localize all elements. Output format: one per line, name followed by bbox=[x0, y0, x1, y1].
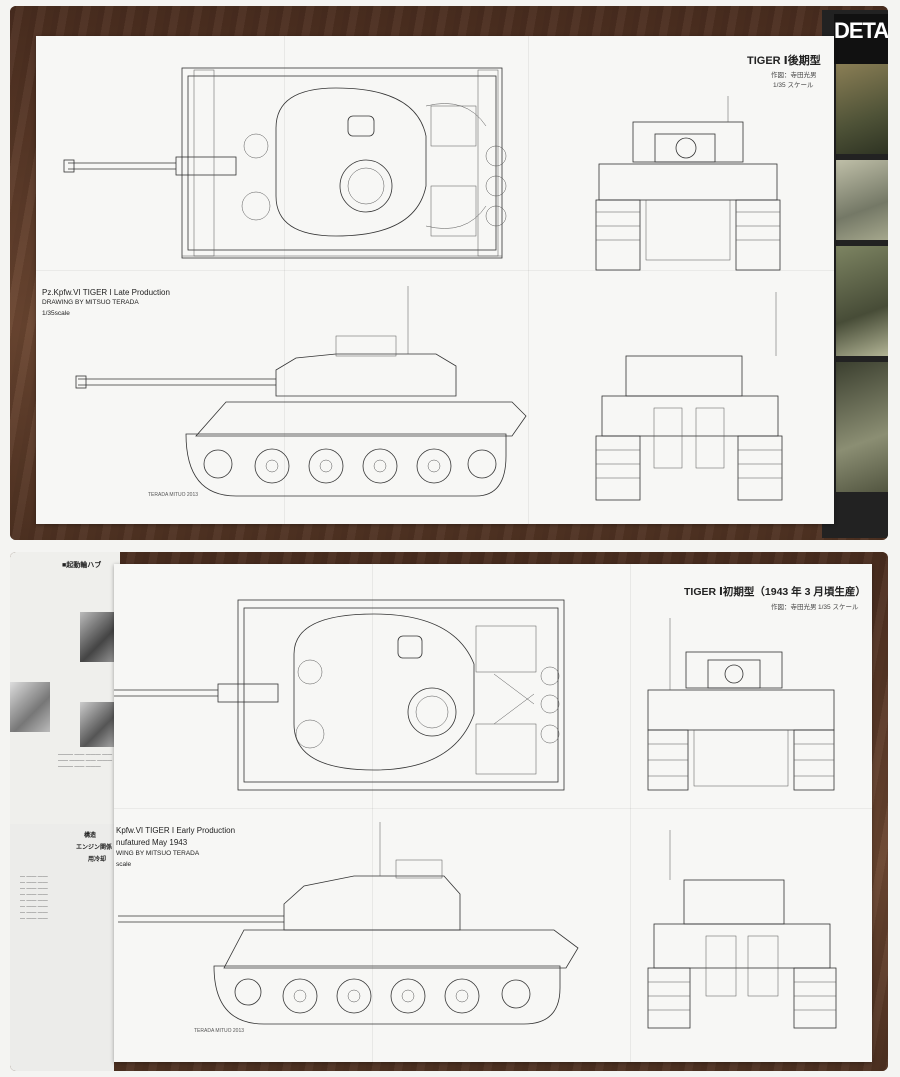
book-lower-heading3: 用冷却 bbox=[88, 857, 107, 863]
top-view bbox=[114, 599, 565, 791]
book-lower-heading1: 構造 bbox=[84, 833, 97, 839]
rear-view bbox=[595, 292, 783, 501]
side-view bbox=[75, 286, 527, 497]
book-page-upper: ■起動輪ハブ ——— —— ——— ———— ——— —— —————— —— … bbox=[10, 552, 120, 824]
magazine-title: DETAIL bbox=[834, 18, 888, 43]
label-scale: 1/35scale bbox=[42, 310, 70, 317]
label-name: Pz.Kpfw.VI TIGER I Late Production bbox=[42, 288, 170, 297]
book-lower-heading2: エンジン関係 bbox=[76, 845, 113, 851]
credit: 作図：寺田光男 bbox=[771, 72, 817, 79]
label-scale: scale bbox=[116, 861, 132, 868]
sheet-title: TIGER Ⅰ後期型 bbox=[747, 55, 821, 67]
tank-drawings-early bbox=[114, 599, 837, 1029]
scale-note: 1/35 スケール bbox=[818, 604, 859, 611]
top-view bbox=[63, 67, 507, 259]
side-view bbox=[118, 822, 579, 1025]
book-page-lower: 構造 エンジン関係 用冷却 — —— ——— —— ——— —— ——— —— … bbox=[10, 824, 114, 1071]
label-name: Kpfw.VI TIGER I Early Production bbox=[116, 826, 236, 835]
drawing-sheet-early: TIGER Ⅰ初期型（1943 年 3 月頃生産） 作図：寺田光男 1/35 ス… bbox=[114, 564, 872, 1062]
signature: TERADA MITUO 2013 bbox=[148, 492, 199, 498]
magazine-cover: DETAIL bbox=[822, 10, 888, 538]
label-drawing-by: DRAWING BY MITSUO TERADA bbox=[42, 299, 139, 306]
scale-note: 1/35 スケール bbox=[773, 82, 814, 89]
tank-drawings-late bbox=[63, 67, 783, 501]
front-view bbox=[647, 618, 835, 791]
label-manufactured: nufatured May 1943 bbox=[116, 838, 188, 847]
top-photo: DETAIL TIGER Ⅰ後期型 作図：寺田光男 1/35 スケール Pz.K… bbox=[10, 6, 888, 540]
signature: TERADA MITUO 2013 bbox=[194, 1028, 245, 1034]
drawing-sheet-late: TIGER Ⅰ後期型 作図：寺田光男 1/35 スケール Pz.Kpfw.VI … bbox=[36, 36, 834, 524]
rear-view bbox=[647, 830, 837, 1029]
front-view bbox=[595, 96, 781, 271]
bottom-photo: ■起動輪ハブ ——— —— ——— ———— ——— —— —————— —— … bbox=[10, 552, 888, 1071]
credit: 作図：寺田光男 bbox=[771, 604, 817, 611]
label-drawing-by: WING BY MITSUO TERADA bbox=[116, 850, 200, 857]
book-heading: ■起動輪ハブ bbox=[62, 562, 102, 569]
sheet-title: TIGER Ⅰ初期型（1943 年 3 月頃生産） bbox=[684, 586, 866, 598]
